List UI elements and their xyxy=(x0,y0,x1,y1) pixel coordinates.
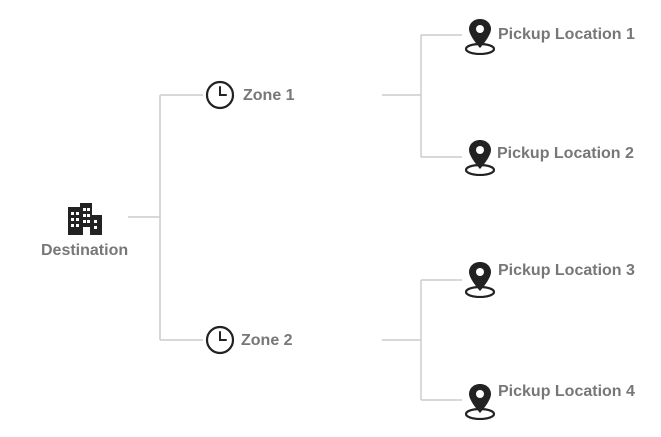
pickup-label: Pickup Location 3 xyxy=(498,262,635,279)
destination-label: Destination xyxy=(41,242,129,259)
pickup-label: Pickup Location 2 xyxy=(497,145,634,162)
map-pin-icon xyxy=(464,140,496,176)
pickup-label: Pickup Location 1 xyxy=(498,26,635,43)
map-pin-icon xyxy=(464,262,496,298)
zone-label: Zone 2 xyxy=(241,332,293,349)
clock-icon xyxy=(205,325,235,355)
pickup-label: Pickup Location 4 xyxy=(498,383,635,400)
building-icon xyxy=(68,203,102,235)
map-pin-icon xyxy=(464,19,496,55)
map-pin-icon xyxy=(464,384,496,420)
zone-label: Zone 1 xyxy=(243,87,295,104)
clock-icon xyxy=(205,80,235,110)
